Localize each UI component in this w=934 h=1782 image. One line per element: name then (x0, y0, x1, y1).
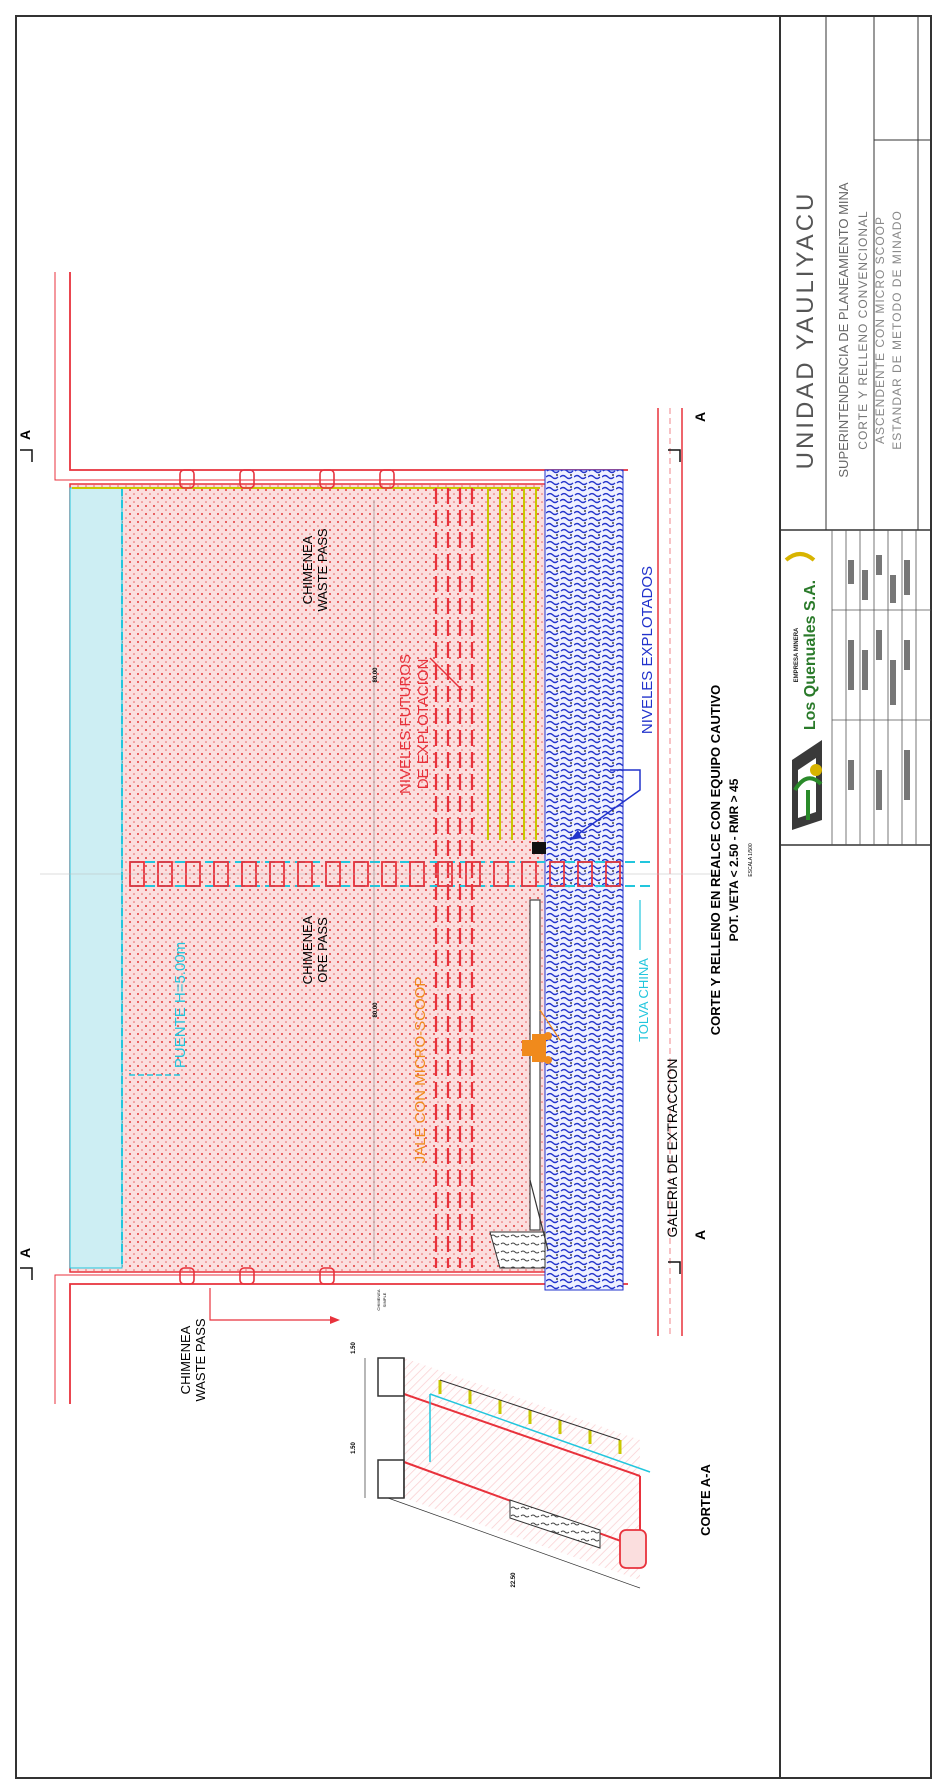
drawing-title-3: ESTANDAR DE METODO DE MINADO (890, 210, 904, 450)
title-block: UNIDAD YAULIYACU SUPERINTENDENCIA DE PLA… (780, 16, 931, 846)
svg-text:A: A (692, 1230, 708, 1240)
label-niveles-futuros-2: DE EXPLOTACION (415, 659, 432, 790)
corte-aa-title: CORTE A-A (698, 1464, 713, 1536)
revision-table (831, 530, 931, 845)
corte-aa-dim-top-right: 1.50 (351, 1342, 357, 1354)
label-chimenea-waste-right-2: WASTE PASS (315, 528, 330, 611)
corte-aa-dim-top-left: 1.50 (351, 1442, 357, 1454)
label-chimenea-waste-left-1: CHIMENEA (178, 1325, 193, 1394)
section-marker-top-left: A (17, 430, 33, 462)
outer-frame (15, 15, 932, 1779)
tolva-china (489, 899, 549, 1269)
company-prefix: EMPRESA MINERA (794, 627, 800, 682)
drawing-title-2: ASCENDENTE CON MICRO SCOOP (873, 216, 887, 444)
label-jale: JALE CON MICRO-SCOOP (412, 977, 429, 1164)
main-section-subtitle: POT. VETA < 2.50 - RMR > 45 (727, 778, 741, 941)
unit-title: UNIDAD YAULIYACU (792, 191, 819, 470)
label-chimenea-waste-left-2: WASTE PASS (193, 1318, 208, 1401)
company-name: Los Quenuales S.A. (802, 580, 819, 730)
stope-body (69, 483, 551, 1273)
svg-text:A: A (17, 430, 33, 440)
main-section-drawing: A A A A (17, 272, 720, 1404)
dim-left: 80.00 (373, 1002, 379, 1018)
label-chimenea-ore-1: CHIMENEA (300, 915, 315, 984)
label-niveles-futuros-1: NIVELES FUTUROS (397, 654, 414, 794)
corte-aa-drawing (364, 1357, 651, 1589)
department-title: SUPERINTENDENCIA DE PLANEAMIENTO MINA (836, 182, 851, 478)
label-galeria: GALERIA DE EXTRACCION (664, 1059, 680, 1238)
main-section-scale: ESCALA 1/500 (748, 843, 754, 877)
dim-right: 80.00 (373, 667, 379, 683)
section-marker-bottom-right: A (668, 1230, 708, 1274)
label-chimenea-waste-right-1: CHIMENEA (300, 535, 315, 604)
label-tolva: TOLVA CHINA (636, 958, 651, 1042)
corte-aa-dim-length: 22.50 (511, 1572, 517, 1588)
label-chimenea-ore-2: ORE PASS (315, 917, 330, 983)
svg-text:A: A (17, 1248, 33, 1258)
company-logo (784, 552, 823, 830)
corte-aa-chimenea: CHIMENEA (376, 1289, 381, 1310)
drawing-title-1: CORTE Y RELLENO CONVENCIONAL (856, 210, 870, 449)
svg-text:A: A (692, 412, 708, 422)
section-marker-top-right: A (668, 412, 708, 462)
exploited-zone (544, 469, 624, 1291)
label-puente: PUENTE H=5.00m (172, 942, 189, 1068)
fill-zone (69, 487, 123, 1269)
main-section-title: CORTE Y RELLENO EN REALCE CON EQUIPO CAU… (708, 685, 723, 1036)
label-niveles-explotados: NIVELES EXPLOTADOS (639, 566, 656, 734)
corte-aa-chimenea-2: SIMPLE (382, 1292, 387, 1307)
micro-scoop (522, 1032, 552, 1064)
section-marker-bottom-left: A (17, 1248, 33, 1280)
